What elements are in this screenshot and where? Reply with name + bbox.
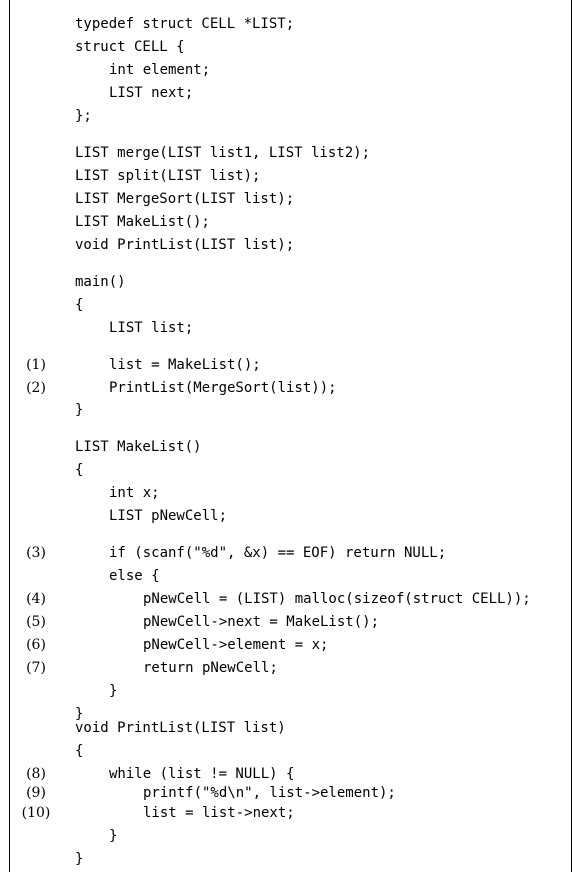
code-line: else { bbox=[0, 566, 577, 586]
code-line: (6) pNewCell->element = x; bbox=[0, 635, 577, 655]
code-line: LIST next; bbox=[0, 83, 577, 103]
line-number: (5) bbox=[26, 614, 46, 630]
code-line: (10) list = list->next; bbox=[0, 803, 577, 823]
code-text: main() bbox=[75, 274, 126, 290]
code-line: (5) pNewCell->next = MakeList(); bbox=[0, 612, 577, 632]
code-text: void PrintList(LIST list); bbox=[75, 237, 295, 253]
code-line: (8) while (list != NULL) { bbox=[0, 764, 577, 784]
code-text: int x; bbox=[109, 485, 160, 501]
code-line: LIST split(LIST list); bbox=[0, 166, 577, 186]
code-text: printf("%d\n", list->element); bbox=[143, 785, 396, 801]
line-number: (8) bbox=[26, 766, 46, 782]
code-line: LIST MergeSort(LIST list); bbox=[0, 189, 577, 209]
code-text: LIST list; bbox=[109, 320, 194, 336]
code-text: } bbox=[109, 683, 118, 699]
line-number: (7) bbox=[26, 660, 46, 676]
code-line: { bbox=[0, 460, 577, 480]
code-line: (2) PrintList(MergeSort(list)); bbox=[0, 378, 577, 398]
code-text: list = list->next; bbox=[143, 805, 295, 821]
code-text: void PrintList(LIST list) bbox=[75, 720, 286, 736]
code-text: pNewCell->element = x; bbox=[143, 637, 329, 653]
code-text: LIST merge(LIST list1, LIST list2); bbox=[75, 145, 371, 161]
code-text: } bbox=[75, 402, 84, 418]
code-text: pNewCell->next = MakeList(); bbox=[143, 614, 380, 630]
code-line: main() bbox=[0, 272, 577, 292]
code-line: void PrintList(LIST list) bbox=[0, 718, 577, 738]
code-text: while (list != NULL) { bbox=[109, 766, 295, 782]
code-text: PrintList(MergeSort(list)); bbox=[109, 380, 337, 396]
line-number: (2) bbox=[26, 380, 46, 396]
code-text: LIST MergeSort(LIST list); bbox=[75, 191, 295, 207]
code-line: (7) return pNewCell; bbox=[0, 658, 577, 678]
code-text: else { bbox=[109, 568, 160, 584]
code-line: LIST list; bbox=[0, 318, 577, 338]
line-number: (4) bbox=[26, 591, 46, 607]
line-number: (6) bbox=[26, 637, 46, 653]
code-line: } bbox=[0, 704, 577, 724]
code-line: { bbox=[0, 295, 577, 315]
code-line: typedef struct CELL *LIST; bbox=[0, 14, 577, 34]
code-text: return pNewCell; bbox=[143, 660, 278, 676]
code-text: list = MakeList(); bbox=[109, 357, 261, 373]
code-line: { bbox=[0, 741, 577, 761]
code-text: } bbox=[109, 828, 118, 844]
code-text: { bbox=[75, 462, 84, 478]
code-text: typedef struct CELL *LIST; bbox=[75, 16, 295, 32]
line-number: (9) bbox=[26, 785, 46, 801]
code-text: LIST next; bbox=[109, 85, 194, 101]
code-text: LIST MakeList() bbox=[75, 439, 202, 455]
line-number: (1) bbox=[26, 357, 46, 373]
code-line: struct CELL { bbox=[0, 37, 577, 57]
line-number: (10) bbox=[21, 805, 51, 821]
code-frame bbox=[9, 0, 572, 872]
code-text: LIST MakeList(); bbox=[75, 214, 210, 230]
code-text: } bbox=[75, 851, 84, 867]
code-text: if (scanf("%d", &x) == EOF) return NULL; bbox=[109, 545, 447, 561]
code-text: struct CELL { bbox=[75, 39, 185, 55]
code-line: } bbox=[0, 849, 577, 869]
code-line: (1) list = MakeList(); bbox=[0, 355, 577, 375]
code-text: } bbox=[75, 706, 84, 722]
code-text: pNewCell = (LIST) malloc(sizeof(struct C… bbox=[143, 591, 531, 607]
code-text: LIST split(LIST list); bbox=[75, 168, 261, 184]
code-line: }; bbox=[0, 106, 577, 126]
code-line: int x; bbox=[0, 483, 577, 503]
code-text: { bbox=[75, 297, 84, 313]
code-line: LIST MakeList(); bbox=[0, 212, 577, 232]
code-line: } bbox=[0, 826, 577, 846]
code-text: int element; bbox=[109, 62, 211, 78]
code-line: LIST pNewCell; bbox=[0, 506, 577, 526]
code-line: } bbox=[0, 681, 577, 701]
code-line: void PrintList(LIST list); bbox=[0, 235, 577, 255]
code-line: LIST MakeList() bbox=[0, 437, 577, 457]
code-line: LIST merge(LIST list1, LIST list2); bbox=[0, 143, 577, 163]
code-line: (4) pNewCell = (LIST) malloc(sizeof(struc… bbox=[0, 589, 577, 609]
line-number: (3) bbox=[26, 545, 46, 561]
code-text: { bbox=[75, 743, 84, 759]
code-text: LIST pNewCell; bbox=[109, 508, 228, 524]
code-line: int element; bbox=[0, 60, 577, 80]
code-line: (3) if (scanf("%d", &x) == EOF) return NU… bbox=[0, 543, 577, 563]
code-text: }; bbox=[75, 108, 92, 124]
code-line: } bbox=[0, 400, 577, 420]
code-line: (9) printf("%d\n", list->element); bbox=[0, 783, 577, 803]
